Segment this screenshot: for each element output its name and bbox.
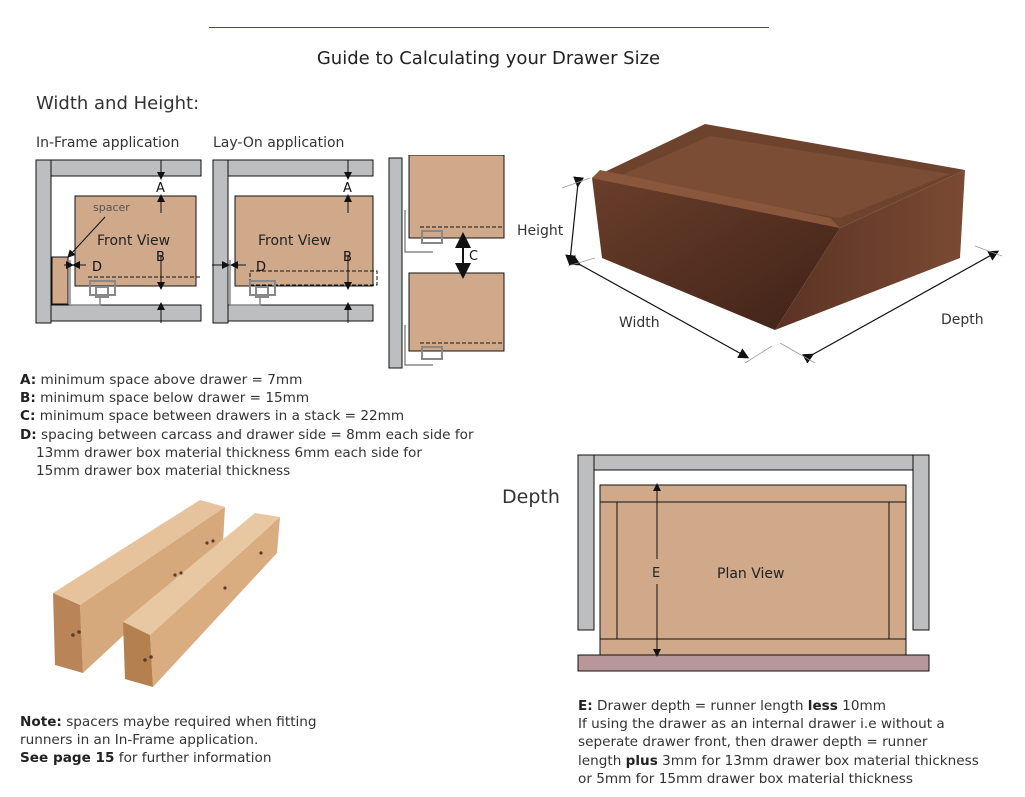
note-e-line4: length plus 3mm for 13mm drawer box mate… [578,752,979,769]
note-b: B: minimum space below drawer = 15mm [20,390,310,407]
note-e-line5: or 5mm for 15mm drawer box material thic… [578,770,913,787]
plan-view-diagram: E Plan View [577,454,930,672]
plan-view-label: Plan View [717,566,784,582]
in-frame-diagram: A B D Front View spacer [35,159,202,324]
label-c: C [469,249,478,264]
spacer-blocks-photo [53,500,280,687]
width-label: Width [619,315,660,331]
label-d-layon: D [256,260,266,275]
note-d-line2: 13mm drawer box material thickness 6mm e… [36,444,422,461]
spacer-label: spacer [93,201,130,214]
stack-diagram: C [388,155,505,369]
see-page-link: See page 15 [20,750,115,767]
label-b: B [156,250,165,265]
note-e-line2: If using the drawer as an internal drawe… [578,716,945,733]
label-b-layon: B [343,250,352,265]
lay-on-diagram: A B D Front View [212,159,378,324]
label-d: D [92,260,102,275]
page-title: Guide to Calculating your Drawer Size [316,48,661,69]
height-label: Height [517,223,564,239]
note-a: A: minimum space above drawer = 7mm [20,372,303,388]
note-d-line3: 15mm drawer box material thickness [36,463,291,480]
width-height-heading: Width and Height: [36,93,200,114]
header-rule [209,27,769,28]
note-c: C: minimum space between drawers in a st… [20,408,405,425]
front-view-label: Front View [97,233,170,249]
in-frame-caption: In-Frame application [36,135,180,151]
label-a: A [156,181,165,196]
drawer-photo: Height Width Depth [517,124,1003,363]
front-view-label-layon: Front View [258,233,331,249]
depth-heading: Depth [502,486,560,508]
note-e-line3: seperate drawer front, then drawer depth… [578,734,928,751]
label-e: E [652,566,660,581]
depth-label: Depth [941,312,984,328]
note-d: D: spacing between carcass and drawer si… [20,426,474,443]
lay-on-caption: Lay-On application [213,135,345,151]
spacer-note: Note: spacers maybe required when fittin… [20,714,317,767]
label-a-layon: A [343,181,352,196]
note-e: E: Drawer depth = runner length less 10m… [578,698,886,714]
dimension-notes: A: minimum space above drawer = 7mm B: m… [20,371,474,480]
depth-notes: E: Drawer depth = runner length less 10m… [578,697,979,788]
